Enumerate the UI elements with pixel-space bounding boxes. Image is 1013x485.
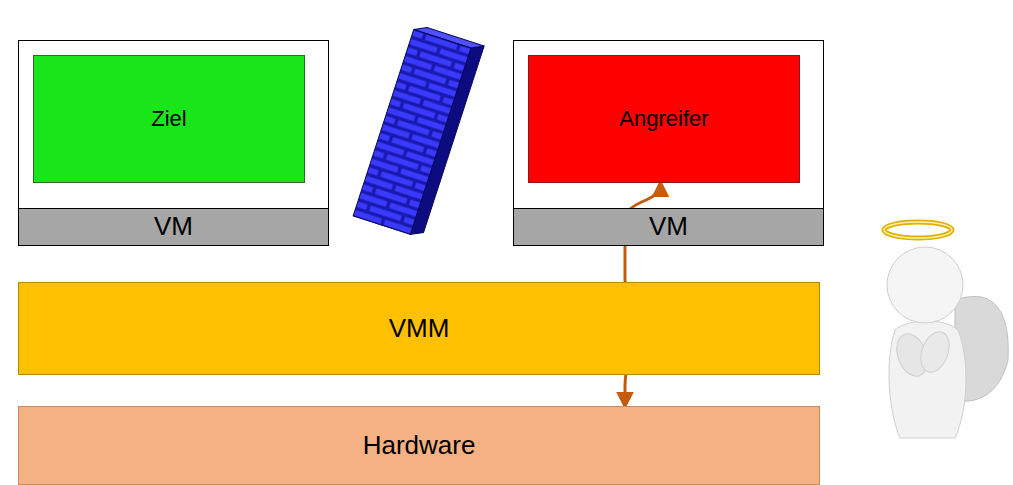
node-label: Angreifer <box>619 106 708 131</box>
monitor-frame <box>514 41 824 246</box>
vm-bar: VM <box>18 208 329 246</box>
target-box: Ziel <box>33 55 305 183</box>
brick-wall <box>353 24 484 238</box>
vmm-band: VMM <box>18 282 820 375</box>
node-label: Ziel <box>151 106 186 131</box>
node-label: VMM <box>389 314 450 344</box>
node-label: Hardware <box>363 431 476 461</box>
node-label: VM <box>154 212 193 242</box>
monitor-frame <box>19 41 329 246</box>
hardware-band: Hardware <box>18 406 820 485</box>
node-label: VM <box>649 212 688 242</box>
attacker-box: Angreifer <box>528 55 800 183</box>
angel-figure <box>884 222 1008 438</box>
vm-bar: VM <box>513 208 824 246</box>
